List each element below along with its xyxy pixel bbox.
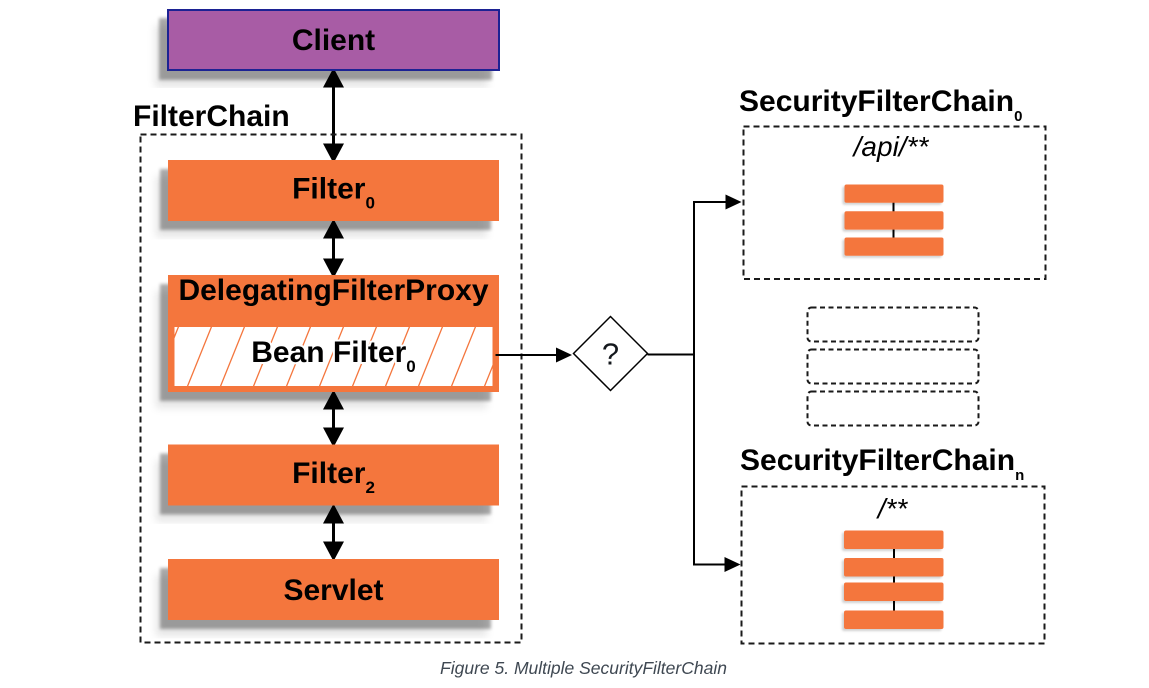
svg-text:Client: Client [292, 24, 375, 57]
svg-text:Figure 5. Multiple SecurityFil: Figure 5. Multiple SecurityFilterChain [440, 658, 727, 678]
svg-text:/api/**: /api/** [852, 131, 930, 162]
svg-text:/**: /** [876, 493, 909, 524]
svg-text:SecurityFilterChainn: SecurityFilterChainn [740, 444, 1024, 484]
svg-text:?: ? [602, 337, 619, 372]
svg-text:SecurityFilterChain0: SecurityFilterChain0 [739, 85, 1022, 125]
svg-text:FilterChain: FilterChain [133, 100, 290, 133]
svg-text:Servlet: Servlet [283, 574, 383, 607]
svg-text:DelegatingFilterProxy: DelegatingFilterProxy [178, 274, 488, 307]
